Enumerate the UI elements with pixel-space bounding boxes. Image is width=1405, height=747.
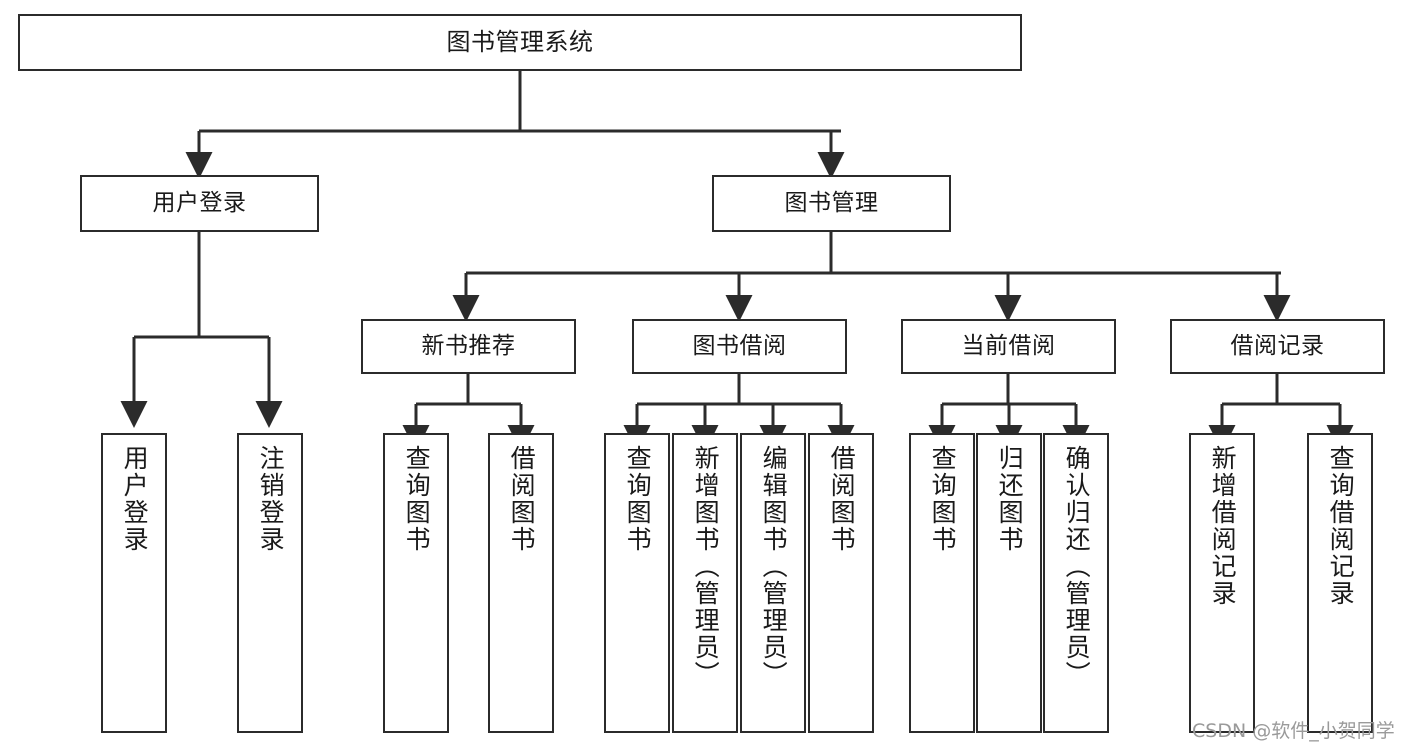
node-leaf-query-book-1[interactable]: 查询图书 [383, 433, 449, 733]
node-book-borrow-label: 图书借阅 [692, 332, 787, 359]
node-leaf-add-record[interactable]: 新增借阅记录 [1189, 433, 1255, 733]
node-leaf-add-book-label: 新增图书（管理员） [691, 445, 721, 688]
node-leaf-add-record-label: 新增借阅记录 [1208, 445, 1238, 607]
node-root-label: 图书管理系统 [446, 28, 594, 57]
edge-group-new-book-recommend [402, 374, 535, 452]
node-leaf-query-book-2-label: 查询图书 [623, 445, 653, 553]
node-leaf-logout-login-label: 注销登录 [256, 445, 286, 553]
node-new-book-recommend-label: 新书推荐 [421, 332, 516, 359]
node-leaf-edit-book-label: 编辑图书（管理员） [759, 445, 789, 688]
node-user-login-label: 用户登录 [152, 189, 247, 216]
node-leaf-query-book-1-label: 查询图书 [402, 445, 432, 553]
node-leaf-query-book-3[interactable]: 查询图书 [909, 433, 975, 733]
node-leaf-query-book-2[interactable]: 查询图书 [604, 433, 670, 733]
node-book-manage-label: 图书管理 [784, 189, 879, 216]
node-root[interactable]: 图书管理系统 [18, 14, 1022, 71]
edge-group-borrow-record [1208, 374, 1354, 452]
edge-group-root [185, 71, 845, 179]
edge-group-book-borrow [623, 374, 855, 452]
node-borrow-record[interactable]: 借阅记录 [1170, 319, 1385, 374]
node-current-borrow[interactable]: 当前借阅 [901, 319, 1116, 374]
node-leaf-query-book-3-label: 查询图书 [928, 445, 958, 553]
node-leaf-user-login-label: 用户登录 [120, 445, 150, 553]
node-book-manage[interactable]: 图书管理 [712, 175, 951, 232]
edge-group-book-manage [452, 232, 1291, 322]
node-book-borrow[interactable]: 图书借阅 [632, 319, 847, 374]
node-current-borrow-label: 当前借阅 [961, 332, 1056, 359]
node-leaf-logout-login[interactable]: 注销登录 [237, 433, 303, 733]
node-leaf-edit-book[interactable]: 编辑图书（管理员） [740, 433, 806, 733]
node-borrow-record-label: 借阅记录 [1230, 332, 1325, 359]
node-leaf-borrow-book-2-label: 借阅图书 [827, 445, 857, 553]
node-new-book-recommend[interactable]: 新书推荐 [361, 319, 576, 374]
node-leaf-user-login[interactable]: 用户登录 [101, 433, 167, 733]
node-leaf-add-book[interactable]: 新增图书（管理员） [672, 433, 738, 733]
node-leaf-return-book[interactable]: 归还图书 [976, 433, 1042, 733]
node-leaf-borrow-book-1[interactable]: 借阅图书 [488, 433, 554, 733]
edge-group-current-borrow [928, 374, 1090, 452]
node-leaf-borrow-book-1-label: 借阅图书 [507, 445, 537, 553]
node-leaf-query-record[interactable]: 查询借阅记录 [1307, 433, 1373, 733]
node-leaf-query-record-label: 查询借阅记录 [1326, 445, 1356, 607]
node-leaf-confirm-return[interactable]: 确认归还（管理员） [1043, 433, 1109, 733]
node-leaf-borrow-book-2[interactable]: 借阅图书 [808, 433, 874, 733]
node-user-login[interactable]: 用户登录 [80, 175, 319, 232]
csdn-watermark: CSDN @软件_小贺同学 [1192, 720, 1395, 742]
edge-group-user-login [120, 232, 283, 428]
node-leaf-confirm-return-label: 确认归还（管理员） [1062, 445, 1092, 688]
node-leaf-return-book-label: 归还图书 [995, 445, 1025, 553]
